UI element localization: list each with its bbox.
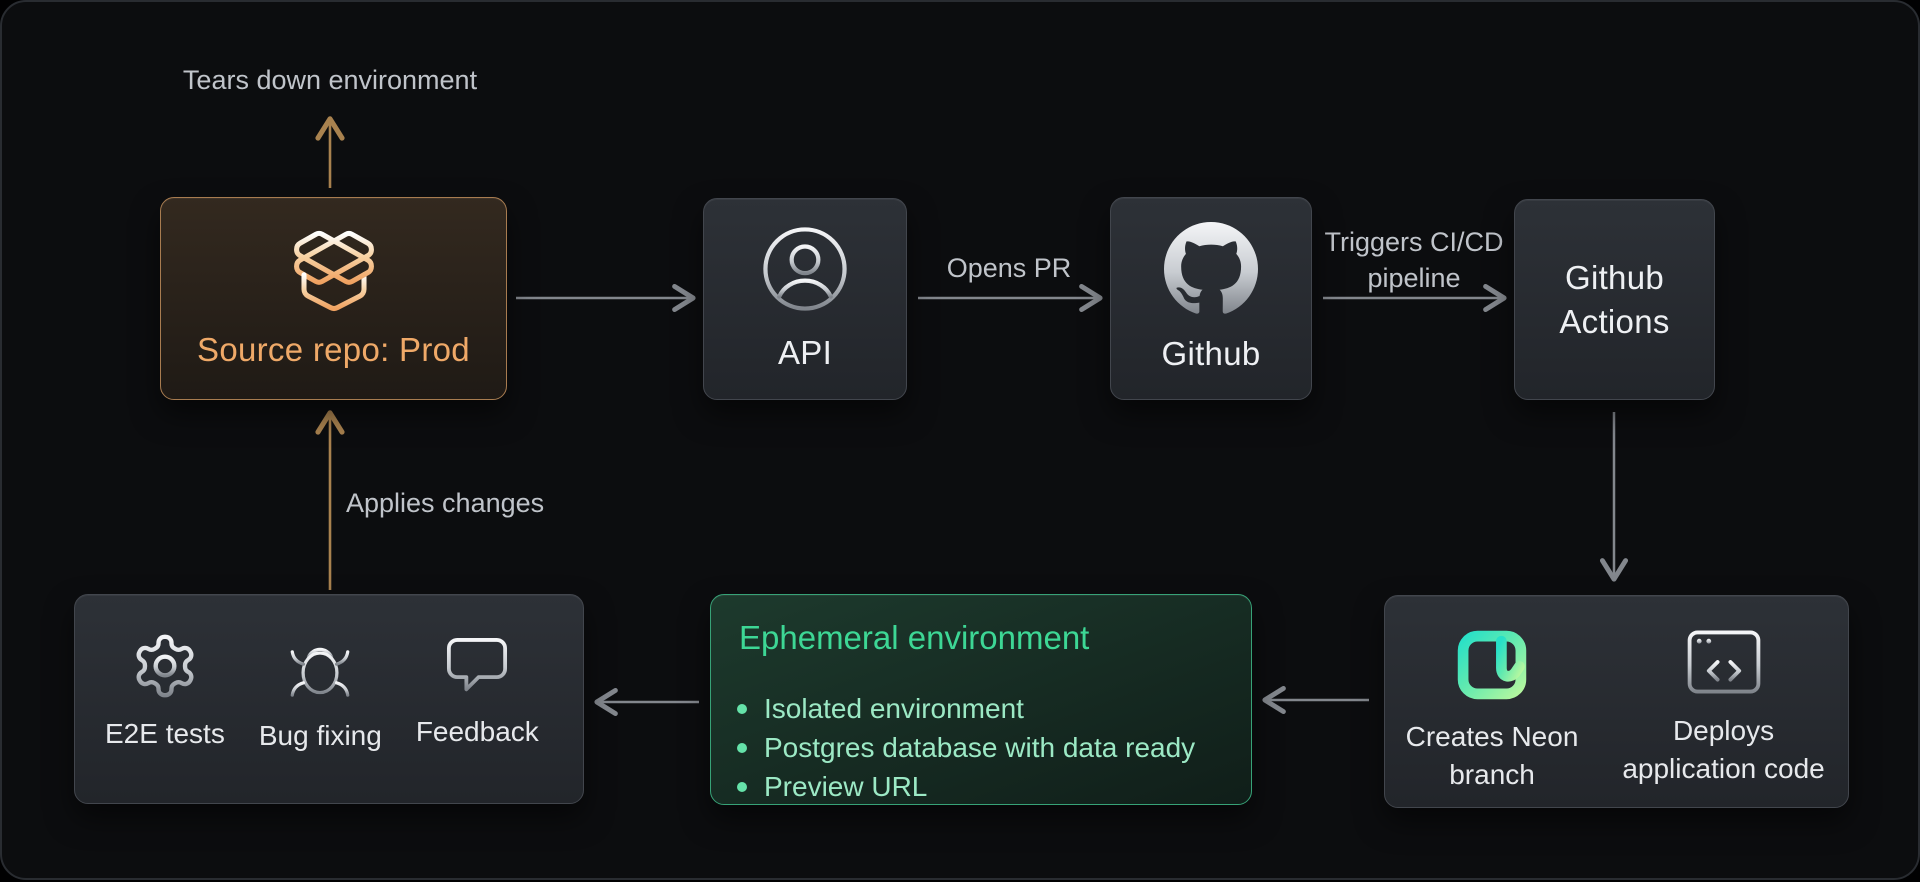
deploys-code-label: Deploys application code [1604,712,1844,788]
ephemeral-feature-list: Isolated environment Postgres database w… [737,689,1195,806]
github-actions-label: Github Actions [1535,256,1695,343]
list-item: Postgres database with data ready [737,728,1195,767]
bug-fixing-item: Bug fixing [259,631,382,755]
source-repo-label: Source repo: Prod [197,328,470,372]
tears-down-label: Tears down environment [160,62,500,98]
chat-bubble-icon [439,631,515,699]
bug-icon [284,631,356,703]
gear-icon [130,631,200,701]
node-validation: E2E tests Bug fixing [74,594,584,804]
ephemeral-item-label: Postgres database with data ready [764,732,1195,764]
github-label: Github [1161,332,1260,376]
node-neon-deploy: Creates Neon branch Deploys application … [1384,595,1849,808]
node-github-actions: Github Actions [1514,199,1715,400]
bullet-icon [737,704,747,714]
list-item: Preview URL [737,767,1195,806]
bug-fixing-label: Bug fixing [259,717,382,755]
list-item: Isolated environment [737,689,1195,728]
bullet-icon [737,743,747,753]
creates-neon-branch-item: Creates Neon branch [1385,626,1599,794]
feedback-label: Feedback [416,713,539,751]
opens-pr-label: Opens PR [919,250,1099,286]
user-icon [759,223,851,315]
e2e-tests-item: E2E tests [105,631,225,753]
ephemeral-item-label: Preview URL [764,771,927,803]
neon-logo-icon [1453,626,1531,704]
triggers-cicd-label: Triggers CI/CD pipeline [1319,224,1509,297]
node-source-repo: Source repo: Prod [160,197,507,400]
creates-neon-branch-label: Creates Neon branch [1392,718,1592,794]
deploys-code-item: Deploys application code [1599,626,1848,788]
node-api: API [703,198,907,400]
ephemeral-title: Ephemeral environment [739,619,1089,657]
browser-code-icon [1684,626,1764,698]
github-icon [1164,222,1258,316]
api-label: API [778,331,832,375]
applies-changes-label: Applies changes [346,485,606,521]
feedback-item: Feedback [416,631,539,751]
e2e-tests-label: E2E tests [105,715,225,753]
node-ephemeral-environment: Ephemeral environment Isolated environme… [710,594,1252,805]
node-github: Github [1110,197,1312,400]
package-open-icon [289,226,379,316]
bullet-icon [737,782,747,792]
ephemeral-item-label: Isolated environment [764,693,1024,725]
